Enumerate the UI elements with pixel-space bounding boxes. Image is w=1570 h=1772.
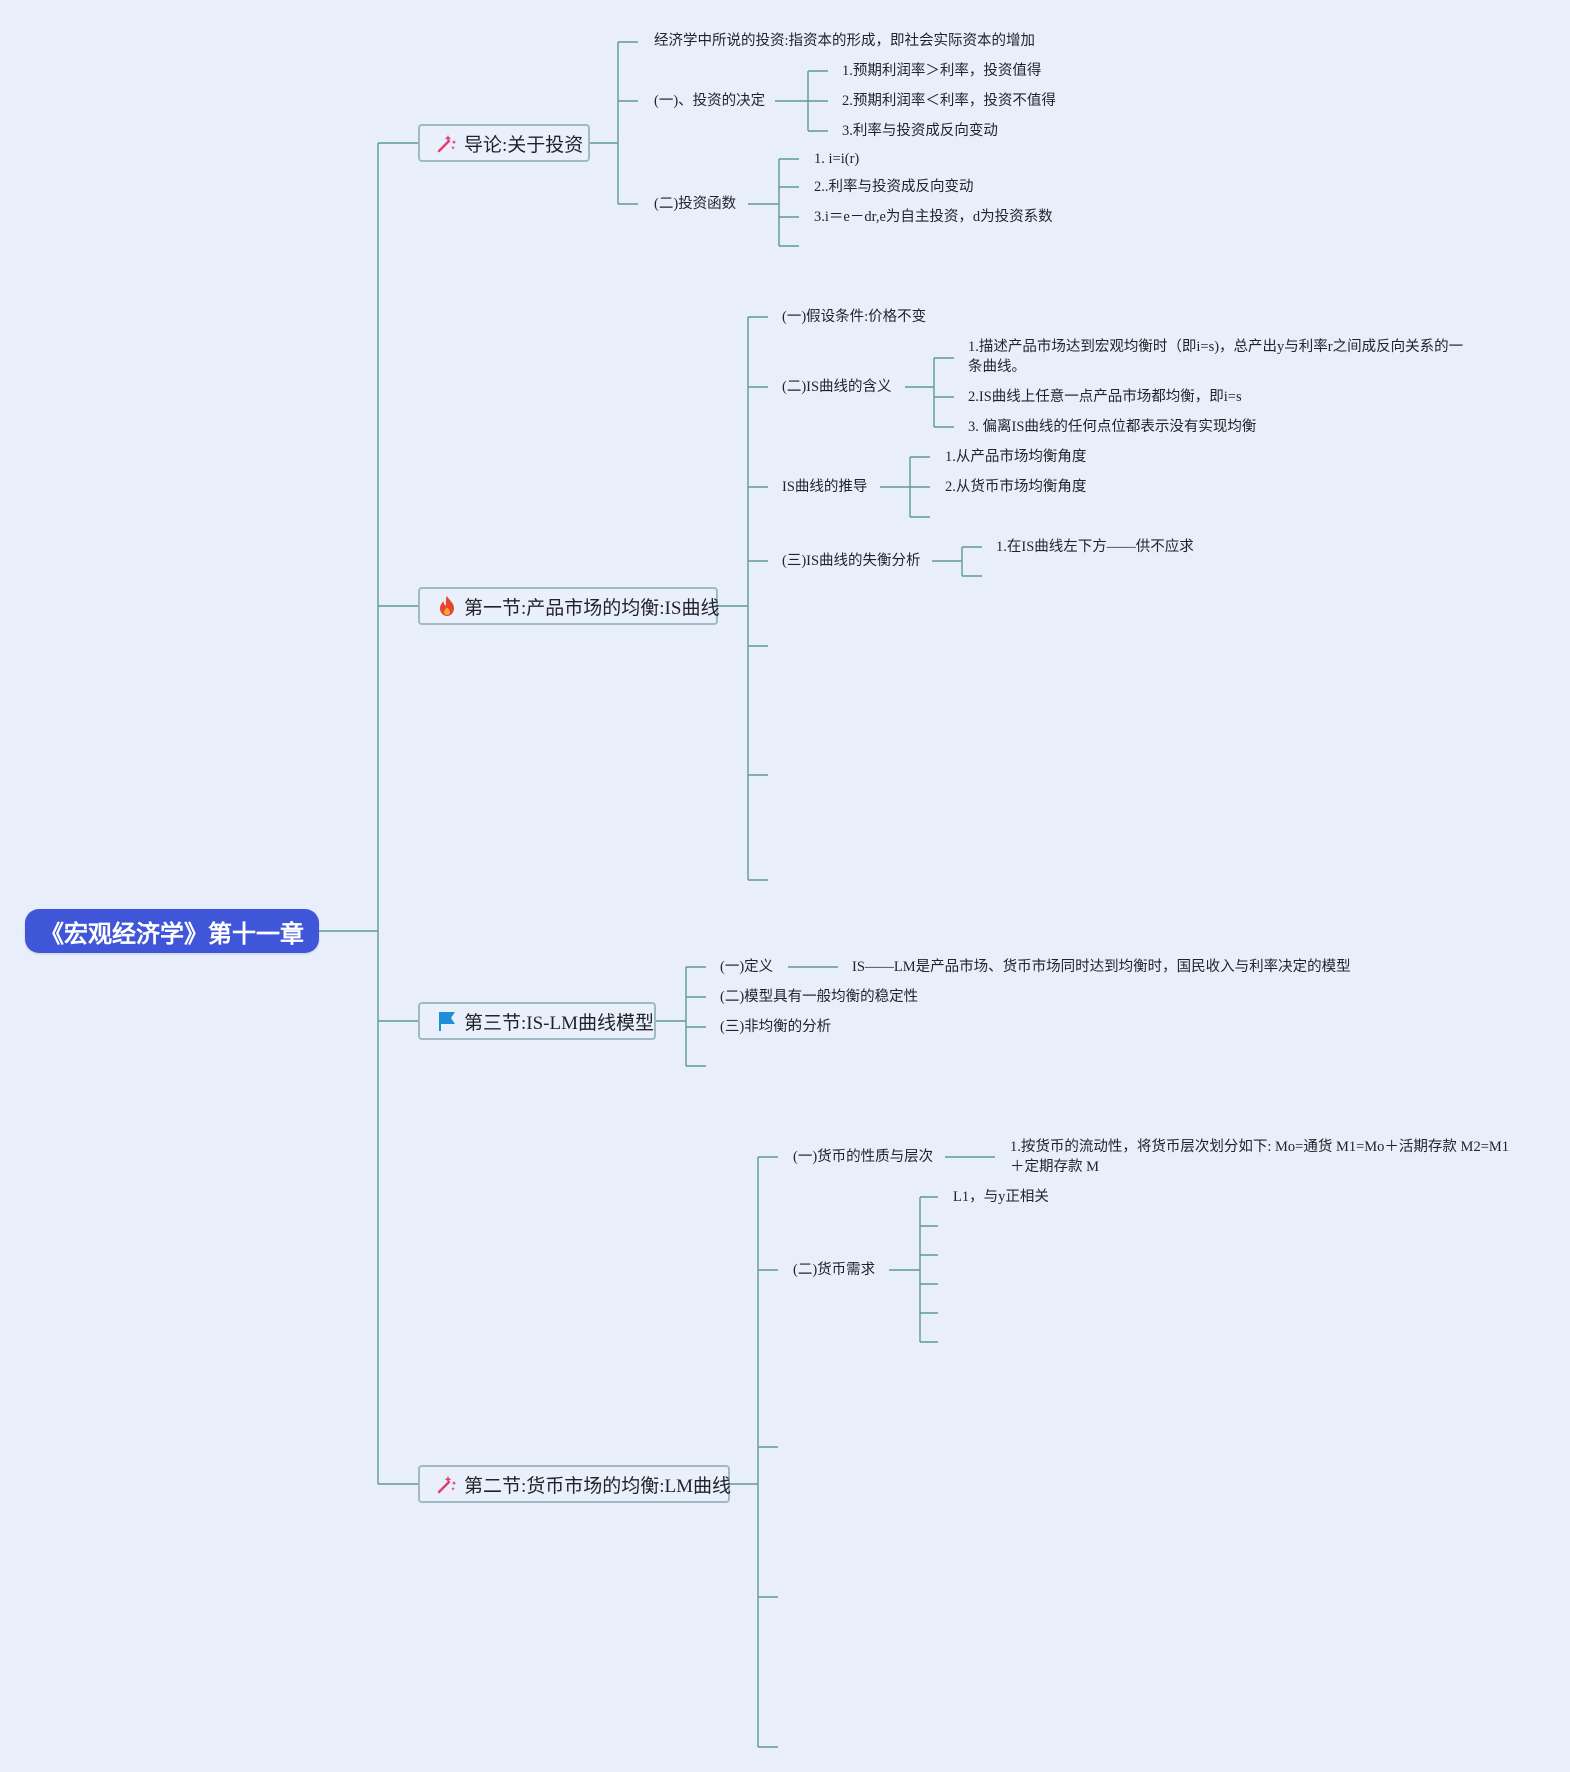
leaf-money-nature-1[interactable]: 1.按货币的流动性，将货币层次划分如下: Mo=通货 M1=Mo＋活期存款 M2… [1010, 1139, 1510, 1175]
topic-investment-decision[interactable]: (一)、投资的决定 [654, 93, 766, 109]
leaf-function-2[interactable]: 2..利率与投资成反向变动 [814, 179, 974, 195]
flag-icon [436, 1010, 458, 1032]
branch-is-curve[interactable]: 第一节:产品市场的均衡:IS曲线 [418, 587, 720, 625]
topic-islm-nonequilibrium[interactable]: (三)非均衡的分析 [720, 1019, 832, 1035]
topic-money-nature[interactable]: (一)货币的性质与层次 [793, 1149, 934, 1165]
leaf-is-meaning-2[interactable]: 2.IS曲线上任意一点产品市场都均衡，即i=s [968, 389, 1242, 405]
topic-is-disequilibrium[interactable]: (三)IS曲线的失衡分析 [782, 553, 921, 569]
root-topic[interactable]: 《宏观经济学》第十一章 [25, 909, 319, 953]
wand-icon [436, 132, 458, 154]
topic-investment-definition[interactable]: 经济学中所说的投资:指资本的形成，即社会实际资本的增加 [654, 33, 1036, 49]
topic-is-assumption[interactable]: (一)假设条件:价格不变 [782, 309, 927, 325]
branch-title: 第二节:货币市场的均衡:LM曲线 [464, 1475, 732, 1497]
leaf-is-derivation-1[interactable]: 1.从产品市场均衡角度 [945, 449, 1087, 465]
leaf-is-meaning-1[interactable]: 1.描述产品市场达到宏观均衡时（即i=s)，总产出y与利率r之间成反向关系的一条… [968, 339, 1464, 375]
branch-title: 第一节:产品市场的均衡:IS曲线 [464, 597, 720, 619]
leaf-function-3[interactable]: 3.i＝e－dr,e为自主投资，d为投资系数 [814, 209, 1053, 225]
leaf-decision-3[interactable]: 3.利率与投资成反向变动 [842, 123, 998, 139]
leaf-is-meaning-3[interactable]: 3. 偏离IS曲线的任何点位都表示没有实现均衡 [968, 419, 1257, 435]
topic-money-demand[interactable]: (二)货币需求 [793, 1262, 876, 1278]
branch-lm-curve[interactable]: 第二节:货币市场的均衡:LM曲线 [418, 1465, 732, 1503]
leaf-decision-1[interactable]: 1.预期利润率＞利率，投资值得 [842, 63, 1042, 79]
leaf-islm-definition-1[interactable]: IS——LM是产品市场、货币市场同时达到均衡时，国民收入与利率决定的模型 [852, 959, 1351, 975]
branch-title: 第三节:IS-LM曲线模型 [464, 1012, 655, 1034]
topic-islm-stability[interactable]: (二)模型具有一般均衡的稳定性 [720, 989, 919, 1005]
leaf-is-derivation-2[interactable]: 2.从货币市场均衡角度 [945, 479, 1087, 495]
topic-is-meaning[interactable]: (二)IS曲线的含义 [782, 379, 892, 395]
branch-title: 导论:关于投资 [464, 134, 584, 156]
topic-investment-function[interactable]: (二)投资函数 [654, 196, 737, 212]
root-title: 《宏观经济学》第十一章 [40, 920, 304, 948]
leaf-money-demand-1[interactable]: L1，与y正相关 [953, 1189, 1049, 1205]
branch-intro-investment[interactable]: 导论:关于投资 [418, 124, 590, 162]
fire-icon [436, 595, 458, 617]
leaf-function-1[interactable]: 1. i=i(r) [814, 151, 860, 167]
branch-islm-model[interactable]: 第三节:IS-LM曲线模型 [418, 1002, 656, 1040]
leaf-decision-2[interactable]: 2.预期利润率＜利率，投资不值得 [842, 93, 1056, 109]
leaf-is-disequilibrium-1[interactable]: 1.在IS曲线左下方——供不应求 [996, 539, 1194, 555]
topic-islm-definition[interactable]: (一)定义 [720, 959, 774, 975]
topic-is-derivation[interactable]: IS曲线的推导 [782, 479, 868, 495]
wand-icon [436, 1473, 458, 1495]
